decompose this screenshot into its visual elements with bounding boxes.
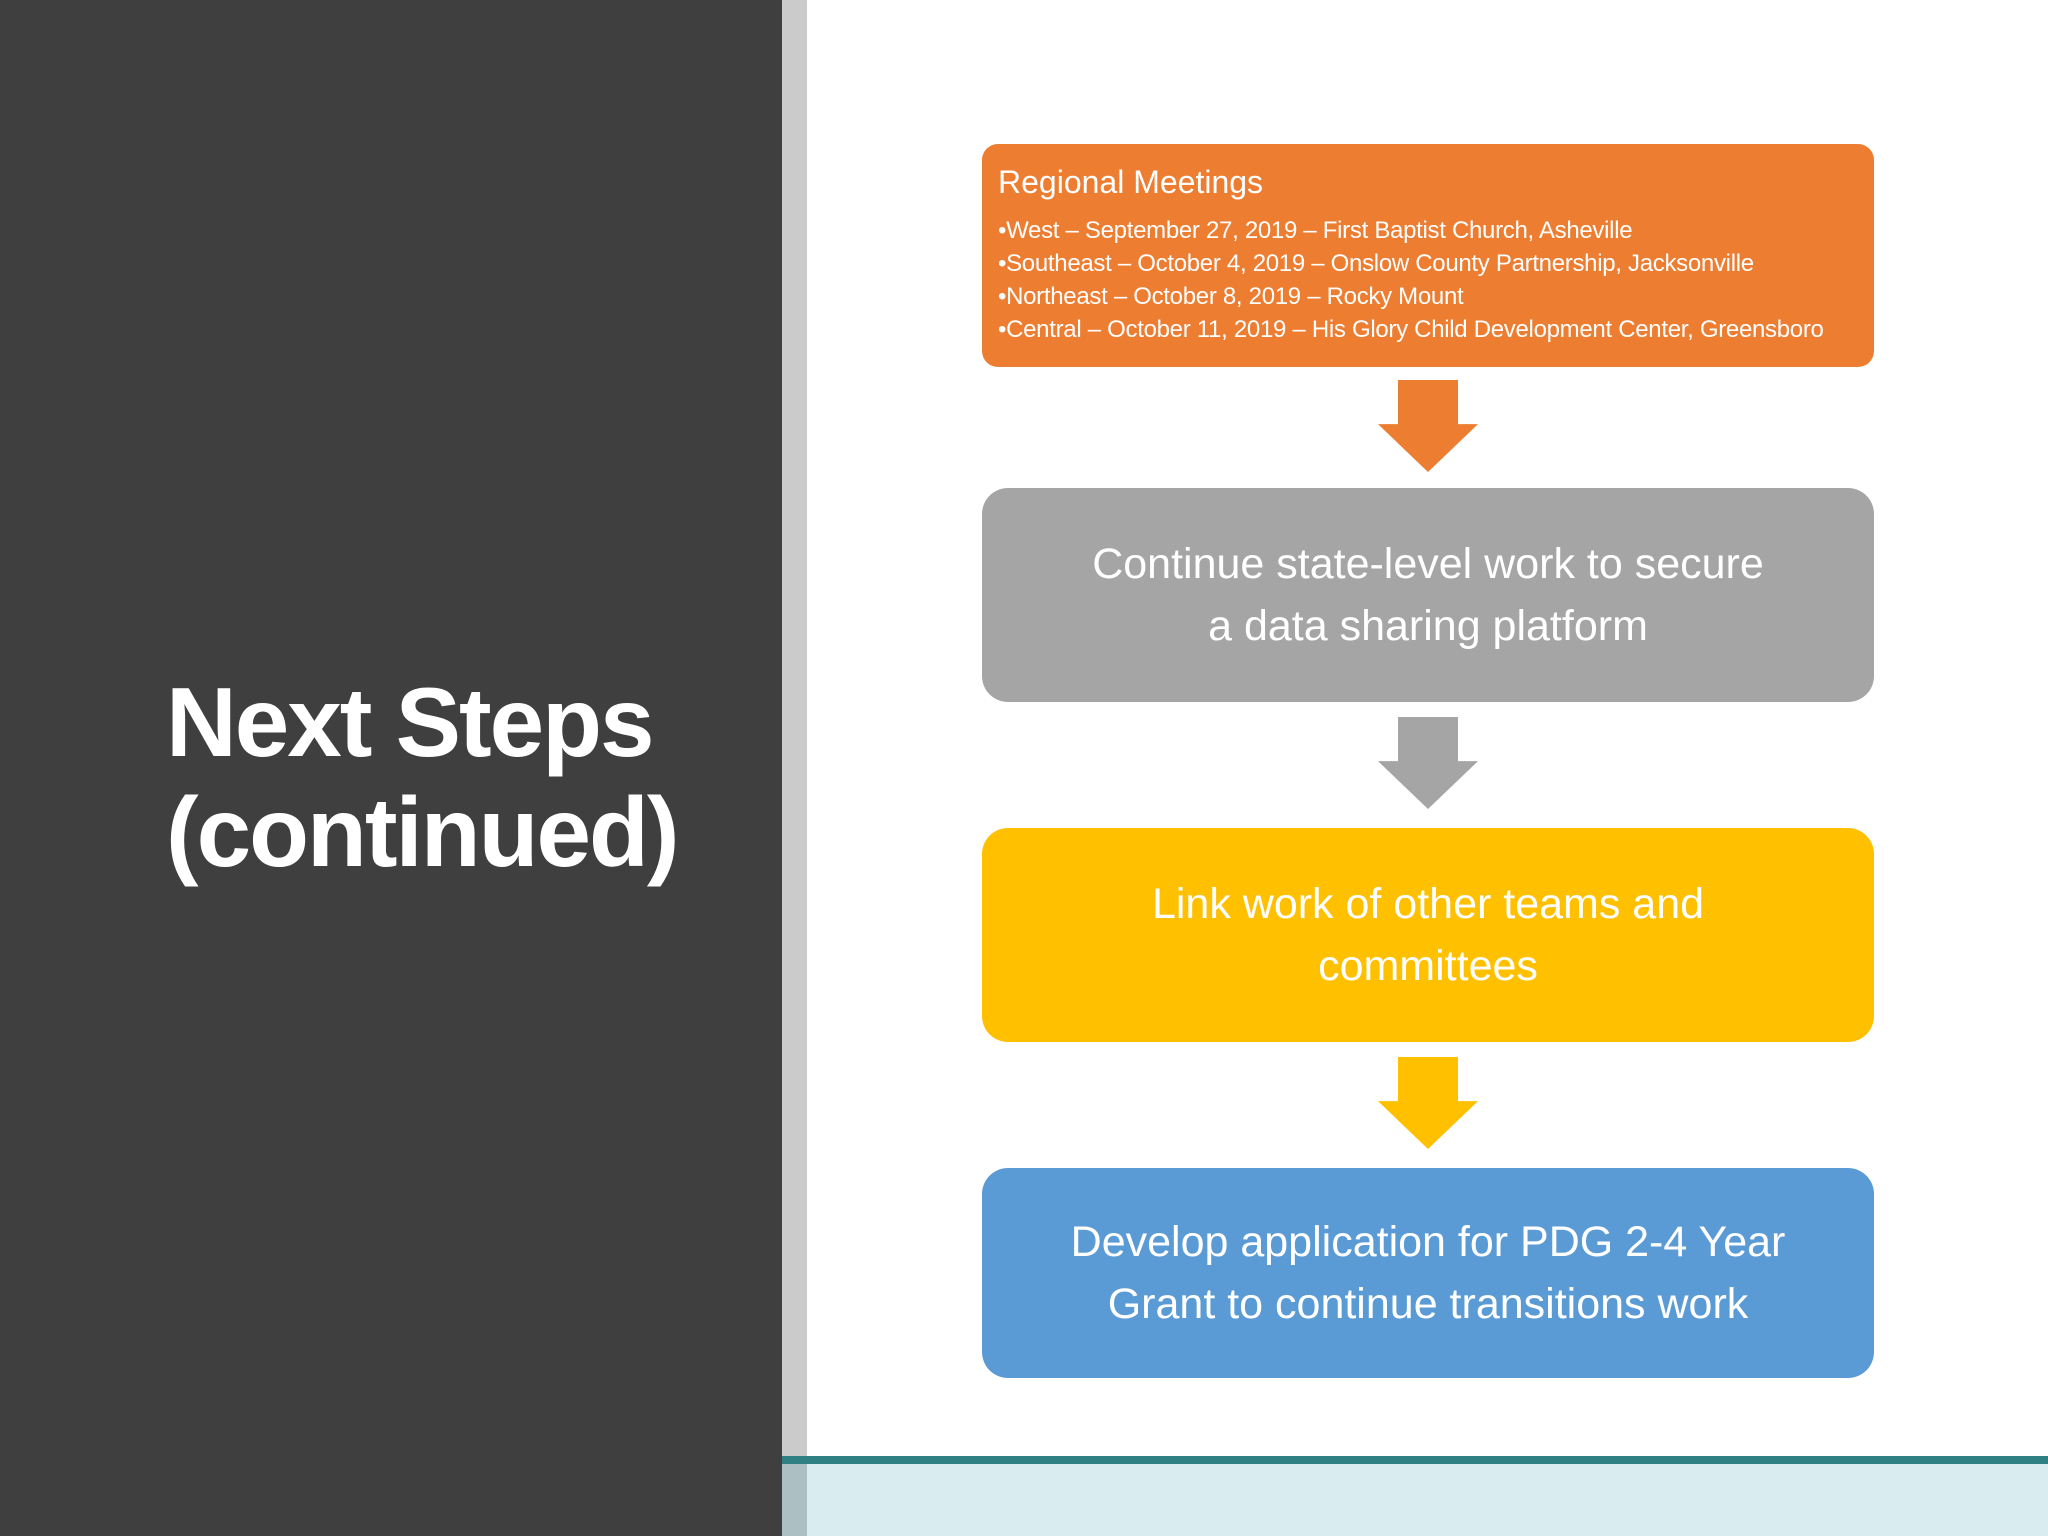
footer-strip-edge: [782, 1464, 807, 1536]
flow-step-text-line-1: Link work of other teams and: [1151, 880, 1705, 928]
flow-step-pdg-grant-application: Develop application for PDG 2-4 Year Gra…: [982, 1168, 1874, 1378]
flow-step-text: Continue state-level work to secure a da…: [1092, 533, 1764, 657]
regional-meetings-heading: Regional Meetings: [998, 164, 1264, 200]
content-edge-strip: [782, 0, 807, 1536]
flow-step-text-line-1: Continue state-level work to secure: [1092, 540, 1764, 588]
bullet-item-southeast: •Southeast – October 4, 2019 – Onslow Co…: [998, 250, 1754, 277]
title-sidebar: Next Steps (continued): [0, 0, 782, 1536]
flow-step-text-line-2: a data sharing platform: [1208, 602, 1648, 650]
bullet-item-northeast: •Northeast – October 8, 2019 – Rocky Mou…: [998, 283, 1464, 310]
flow-step-data-sharing-platform: Continue state-level work to secure a da…: [982, 488, 1874, 702]
footer-strip: [807, 1464, 2048, 1536]
down-arrow-yellow-icon: [1378, 1057, 1478, 1149]
flow-step-text: Develop application for PDG 2-4 Year Gra…: [1071, 1211, 1786, 1335]
slide-title-line-2: (continued): [166, 777, 679, 887]
slide-title-line-1: Next Steps: [166, 667, 655, 777]
bullet-item-central: •Central – October 11, 2019 – His Glory …: [998, 316, 1824, 343]
bullet-item-west: •West – September 27, 2019 – First Bapti…: [998, 217, 1633, 244]
slide-title: Next Steps (continued): [166, 667, 746, 887]
flow-step-text: Link work of other teams and committees: [1152, 873, 1704, 997]
flow-step-regional-meetings: Regional Meetings •West – September 27, …: [982, 144, 1874, 367]
flow-step-text-line-2: Grant to continue transitions work: [1107, 1280, 1749, 1328]
footer-accent-line: [782, 1456, 2048, 1464]
flow-step-text-line-2: committees: [1318, 942, 1538, 990]
regional-meetings-bullet-list: •West – September 27, 2019 – First Bapti…: [998, 214, 1862, 346]
flow-step-link-teams-committees: Link work of other teams and committees: [982, 828, 1874, 1042]
down-arrow-gray-icon: [1378, 717, 1478, 809]
flow-step-text-line-1: Develop application for PDG 2-4 Year: [1070, 1218, 1786, 1266]
down-arrow-orange-icon: [1378, 380, 1478, 472]
